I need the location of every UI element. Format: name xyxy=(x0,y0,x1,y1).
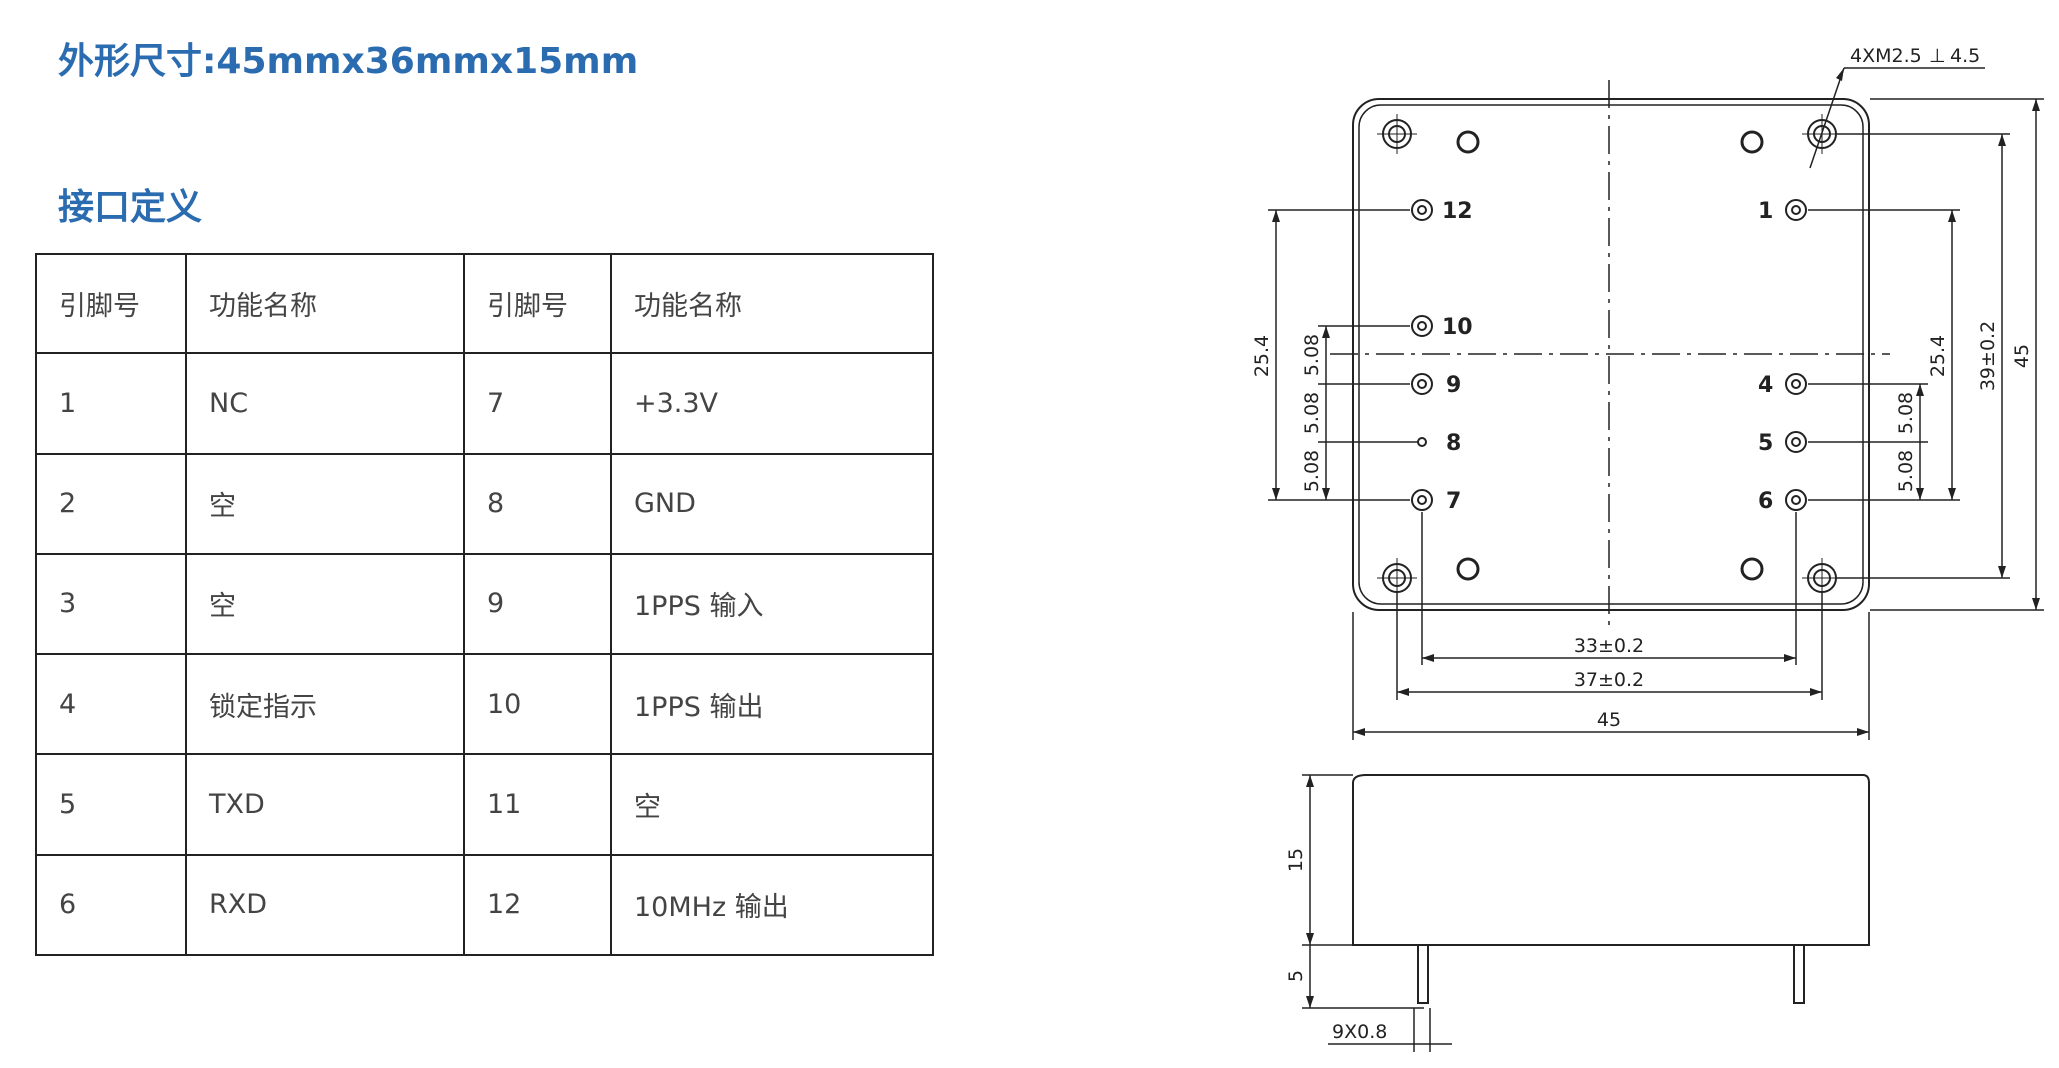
pin-pad xyxy=(1785,373,1807,395)
pin-number-cell: 8 xyxy=(463,452,612,555)
table-row: 2 空 8 GND xyxy=(35,452,934,555)
pin-label-9: 9 xyxy=(1446,373,1461,398)
dim-text-37: 37±0.2 xyxy=(1574,669,1644,691)
dim-text-5.08: 5.08 xyxy=(1301,392,1323,434)
mounting-hole xyxy=(1377,114,1417,154)
page-title: 外形尺寸:45mmx36mmx15mm xyxy=(58,41,639,82)
dim-text-5.08: 5.08 xyxy=(1895,392,1917,434)
dim-text-5.08: 5.08 xyxy=(1895,450,1917,492)
pin-pad xyxy=(1785,431,1807,453)
pin-label-1: 1 xyxy=(1758,199,1773,224)
pin-pad xyxy=(1785,199,1807,221)
pin-label-7: 7 xyxy=(1446,489,1461,514)
hole-note: 4XM2.5 xyxy=(1850,45,1922,67)
pin-number-cell: 11 xyxy=(463,753,612,856)
pin-number-cell: 7 xyxy=(463,352,612,455)
function-cell: RXD xyxy=(185,853,465,957)
pin-pad xyxy=(1411,373,1433,395)
header-function-name: 功能名称 xyxy=(185,252,465,355)
pin-side xyxy=(1793,944,1805,1004)
pin-pad xyxy=(1417,437,1427,447)
pin-label-5: 5 xyxy=(1758,431,1773,456)
depth-symbol: ⊥ xyxy=(1929,45,1946,67)
dim-text-pin-size: 9X0.8 xyxy=(1332,1021,1387,1043)
table-row: 4 锁定指示 10 1PPS 输出 xyxy=(35,653,934,756)
pin-side xyxy=(1417,944,1429,1004)
function-cell: 1PPS 输出 xyxy=(610,653,934,756)
module-outline-side xyxy=(1352,774,1870,946)
pin-label-10: 10 xyxy=(1442,315,1473,340)
header-pin-number: 引脚号 xyxy=(463,252,612,355)
table-row: 5 TXD 11 空 xyxy=(35,753,934,856)
header-pin-number: 引脚号 xyxy=(35,252,187,355)
table-row: 6 RXD 12 10MHz 输出 xyxy=(35,853,934,957)
dim-text-5: 5 xyxy=(1285,970,1307,982)
standoff xyxy=(1456,557,1480,581)
pin-number-cell: 6 xyxy=(35,853,187,957)
pin-label-8: 8 xyxy=(1446,431,1461,456)
dim-text-39: 39±0.2 xyxy=(1977,321,1999,391)
pin-number-cell: 1 xyxy=(35,352,187,455)
pin-pad xyxy=(1411,489,1433,511)
pin-number-cell: 10 xyxy=(463,653,612,756)
table-header-row: 引脚号 功能名称 引脚号 功能名称 xyxy=(35,252,934,355)
function-cell: 空 xyxy=(185,552,465,656)
standoff xyxy=(1456,130,1480,154)
pin-number-cell: 5 xyxy=(35,753,187,856)
dim-text-45-right: 45 xyxy=(2011,344,2033,368)
pin-number-cell: 9 xyxy=(463,552,612,656)
pin-number-cell: 12 xyxy=(463,853,612,957)
function-cell: 空 xyxy=(185,452,465,555)
pin-pad xyxy=(1411,315,1433,337)
standoff xyxy=(1740,557,1764,581)
standoff xyxy=(1740,130,1764,154)
function-cell: TXD xyxy=(185,753,465,856)
section-title: 接口定义 xyxy=(58,187,203,228)
function-cell: 空 xyxy=(610,753,934,856)
dim-text-33: 33±0.2 xyxy=(1574,635,1644,657)
hole-depth: 4.5 xyxy=(1950,45,1980,67)
dim-text-45-bottom: 45 xyxy=(1597,709,1621,731)
function-cell: 1PPS 输入 xyxy=(610,552,934,656)
pin-label-12: 12 xyxy=(1442,199,1473,224)
dim-text-25.4-left: 25.4 xyxy=(1251,335,1273,377)
pin-number-cell: 3 xyxy=(35,552,187,656)
pin-number-cell: 4 xyxy=(35,653,187,756)
pin-pad xyxy=(1411,199,1433,221)
dim-text-5.08: 5.08 xyxy=(1301,334,1323,376)
dim-text-5.08: 5.08 xyxy=(1301,450,1323,492)
pin-number-cell: 2 xyxy=(35,452,187,555)
pin-label-4: 4 xyxy=(1758,373,1773,398)
pin-label-6: 6 xyxy=(1758,489,1773,514)
function-cell: GND xyxy=(610,452,934,555)
pin-definition-table: 引脚号 功能名称 引脚号 功能名称 1 NC 7 +3.3V 2 空 8 GND… xyxy=(35,252,934,957)
function-cell: NC xyxy=(185,352,465,455)
hole-callout-leader xyxy=(1809,67,1845,169)
table-row: 1 NC 7 +3.3V xyxy=(35,352,934,455)
header-function-name: 功能名称 xyxy=(610,252,934,355)
pin-pad xyxy=(1785,489,1807,511)
function-cell: 10MHz 输出 xyxy=(610,853,934,957)
function-cell: +3.3V xyxy=(610,352,934,455)
dim-text-25.4-right: 25.4 xyxy=(1927,335,1949,377)
function-cell: 锁定指示 xyxy=(185,653,465,756)
dim-text-15: 15 xyxy=(1285,848,1307,872)
table-row: 3 空 9 1PPS 输入 xyxy=(35,552,934,656)
